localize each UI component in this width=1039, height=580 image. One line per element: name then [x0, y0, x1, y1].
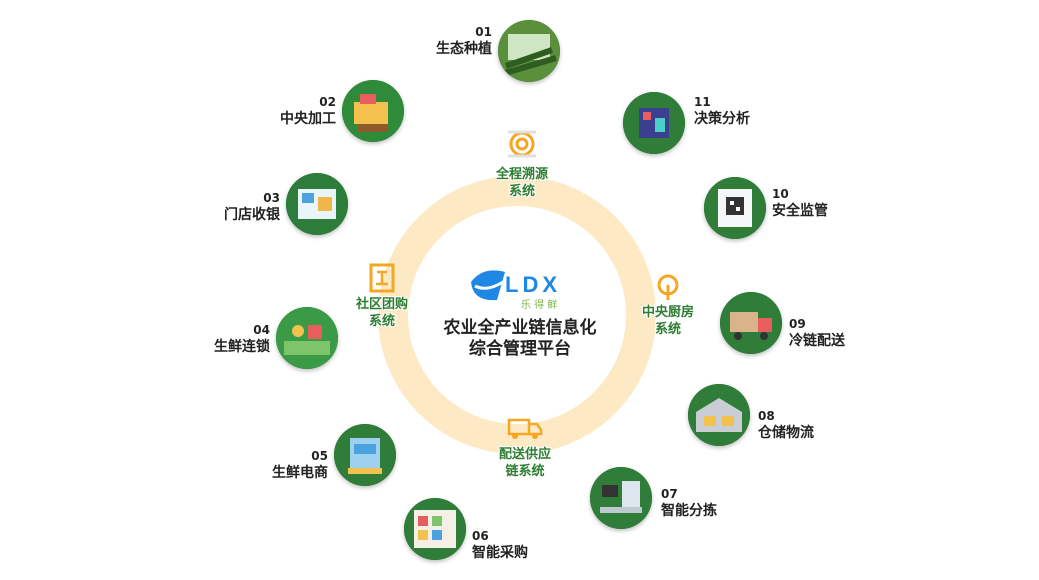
platform-title-line1: 农业全产业链信息化: [443, 318, 597, 338]
logo-sub: 乐 得 鲜: [521, 298, 557, 311]
kitchen-line2: 系统: [654, 322, 681, 337]
module-07-sorting-image: [590, 467, 652, 529]
module-10-safety-image: [704, 177, 766, 239]
module-05-label: 05 生鲜电商: [272, 449, 328, 481]
module-07-label: 07 智能分拣: [661, 487, 717, 519]
system-community: 社区团购 系统: [340, 262, 424, 330]
module-09-coldchain-image: [720, 292, 782, 354]
logo-letters: LDX: [505, 272, 561, 297]
module-11-decision-image: [623, 92, 685, 154]
system-kitchen: 中央厨房 系统: [626, 272, 710, 338]
module-01-planting-image: [498, 20, 560, 82]
module-06-purchasing-image: [404, 498, 466, 560]
delivery-line1: 配送供应: [498, 447, 551, 462]
module-03-label: 03 门店收银: [224, 191, 280, 223]
module-08-label: 08 仓储物流: [758, 409, 814, 441]
module-09-label: 09 冷链配送: [789, 317, 845, 349]
module-01-label: 01 生态种植: [436, 25, 492, 57]
delivery-line2: 链系统: [505, 464, 545, 479]
module-06-label: 06 智能采购: [472, 529, 528, 561]
traceability-icon: [508, 130, 536, 158]
module-02-processing-image: [342, 80, 404, 142]
community-icon: [369, 263, 395, 293]
ldx-logo: LDX 乐 得 鲜: [463, 262, 578, 316]
kitchen-line1: 中央厨房: [641, 305, 694, 320]
module-05-ecommerce-image: [334, 424, 396, 486]
module-10-label: 10 安全监管: [772, 187, 828, 219]
system-traceability: 全程溯源 系统: [472, 128, 572, 200]
module-02-label: 02 中央加工: [280, 95, 336, 127]
delivery-truck-icon: [507, 418, 543, 439]
community-line2: 系统: [368, 314, 395, 329]
traceability-line1: 全程溯源: [495, 167, 548, 182]
module-11-label: 11 决策分析: [694, 95, 750, 127]
module-03-cashier-image: [286, 173, 348, 235]
platform-title: 农业全产业链信息化 综合管理平台: [410, 318, 630, 360]
community-line1: 社区团购: [355, 297, 408, 312]
module-08-warehouse-image: [688, 384, 750, 446]
module-04-label: 04 生鲜连锁: [214, 323, 270, 355]
system-delivery: 配送供应 链系统: [475, 414, 575, 480]
module-04-chain-image: [276, 307, 338, 369]
kitchen-icon: [657, 274, 679, 300]
platform-title-line2: 综合管理平台: [469, 339, 571, 359]
traceability-line2: 系统: [508, 184, 535, 199]
